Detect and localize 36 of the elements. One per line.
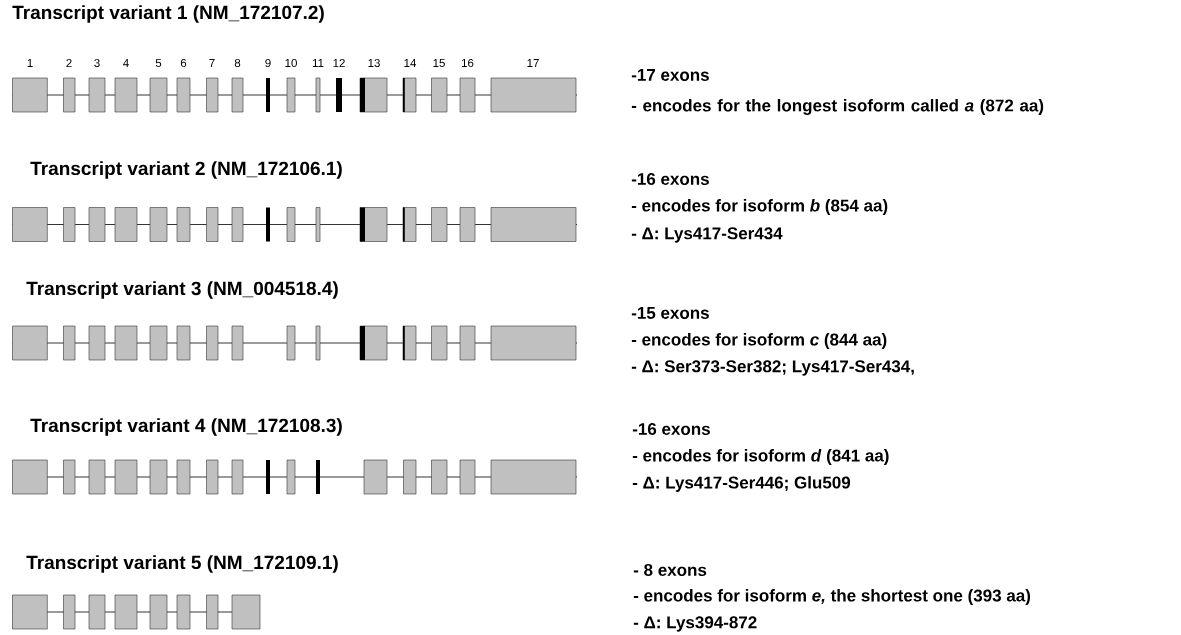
- exon-number: 6: [180, 58, 187, 68]
- exon-number: 7: [209, 59, 215, 67]
- transcript-title: Transcript variant 3 (NM_004518.4): [26, 281, 338, 299]
- exon-number: 14: [404, 59, 417, 67]
- description-text: - 8 exons: [633, 564, 707, 577]
- exon-number: 3: [94, 58, 100, 68]
- exon-number: 12: [333, 59, 345, 67]
- description-text: - Δ: Lys394-872: [633, 616, 757, 632]
- exon-number: 8: [234, 58, 241, 68]
- description-text: - encodes for isoform b (854 aa): [631, 199, 888, 215]
- transcript-title: Transcript variant 2 (NM_172106.1): [30, 161, 342, 179]
- description-text: - Δ: Lys417-Ser446; Glu509: [632, 476, 851, 492]
- exon-number: 5: [155, 59, 162, 67]
- exon-number: 4: [123, 59, 129, 67]
- description-text: -15 exons: [631, 307, 709, 319]
- description-text: - encodes for the longest isoform called a (872 aa): [631, 99, 1044, 115]
- transcript-title: Transcript variant 5 (NM_172109.1): [26, 555, 338, 573]
- exon-number: 1: [27, 59, 33, 67]
- description-text: -16 exons: [631, 173, 709, 186]
- description-text: -16 exons: [632, 423, 710, 436]
- description-text: - Δ: Lys417-Ser434: [631, 227, 783, 243]
- exon-number: 16: [462, 58, 474, 68]
- exon-number: 13: [368, 58, 380, 68]
- exon-number: 17: [527, 59, 539, 67]
- description-text: -17 exons: [631, 69, 709, 81]
- description-text: - encodes for isoform c (844 aa): [631, 333, 887, 349]
- exon-number: 10: [285, 58, 297, 68]
- transcript-title: Transcript variant 4 (NM_172108.3): [30, 418, 342, 436]
- transcript-title: Transcript variant 1 (NM_172107.2): [12, 5, 324, 23]
- description-text: - encodes for isoform e, the shortest one (393 aa): [633, 589, 1031, 605]
- exon-number: 15: [433, 59, 445, 67]
- exon-number: 2: [66, 59, 72, 67]
- exon-number: 9: [265, 58, 271, 68]
- exon-number: 11: [312, 59, 324, 67]
- description-text: - encodes for isoform d (841 aa): [632, 449, 889, 465]
- description-text: - Δ: Ser373-Ser382; Lys417-Ser434,: [631, 360, 914, 376]
